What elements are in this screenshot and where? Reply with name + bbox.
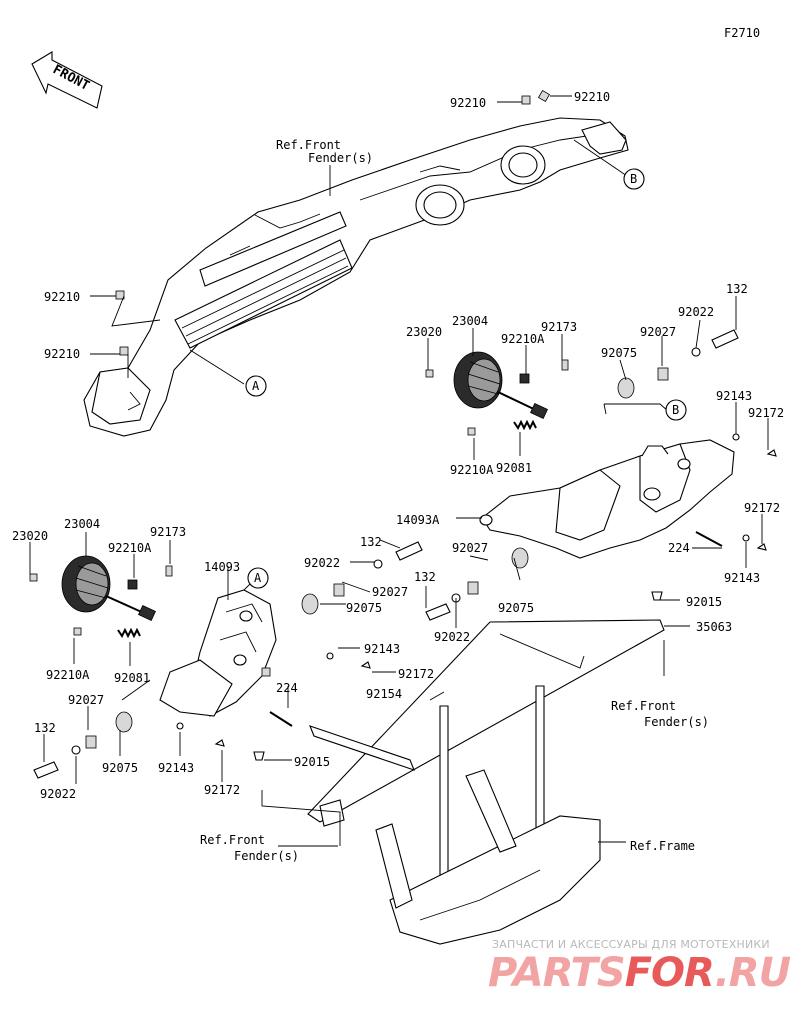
part-number: 23004: [64, 517, 100, 531]
svg-text:B: B: [672, 403, 679, 417]
figure-code: F2710: [724, 26, 760, 40]
callout-b-top: B: [623, 168, 645, 190]
callout-b-right: B: [665, 399, 687, 421]
part-number: 132: [726, 282, 748, 296]
part-number: 92022: [678, 305, 714, 319]
watermark-logo: PARTSFOR.RU: [488, 950, 791, 996]
part-number: 92172: [744, 501, 780, 515]
part-number: 92143: [364, 642, 400, 656]
ref-labels: Ref.Front Fender(s) Ref.Front Fender(s) …: [200, 138, 709, 863]
part-number: 132: [414, 570, 436, 584]
part-number: 14093A: [396, 513, 440, 527]
clip-92210-c: [115, 290, 125, 300]
ref-front-fender-bottom: Ref.Front: [200, 833, 265, 847]
part-number: 92143: [716, 389, 752, 403]
part-number: 92027: [68, 693, 104, 707]
part-number: 224: [668, 541, 690, 555]
part-number: 92172: [748, 406, 784, 420]
part-number: 92210: [450, 96, 486, 110]
watermark-brand-b: FOR: [624, 950, 716, 996]
spring-92081-right: [513, 419, 537, 431]
part-number: 92210A: [501, 332, 545, 346]
part-number: 132: [34, 721, 56, 735]
part-number: 92143: [724, 571, 760, 585]
subframe-35063: [307, 619, 665, 901]
watermark-brand-c: .RU: [714, 950, 791, 996]
part-number: 92075: [601, 346, 637, 360]
part-number: 92022: [40, 787, 76, 801]
part-number: 92075: [498, 601, 534, 615]
part-number: 92173: [150, 525, 186, 539]
clip-92210-b: [537, 89, 551, 103]
part-number: 92081: [114, 671, 150, 685]
part-number: 92015: [686, 595, 722, 609]
part-number: 23020: [12, 529, 48, 543]
ref-front-fender-top: Ref.Front: [276, 138, 341, 152]
clip-92210-a: [521, 95, 531, 105]
part-number: 92210A: [108, 541, 152, 555]
callout-a-left: A: [247, 567, 269, 589]
part-number: 92027: [452, 541, 488, 555]
part-labels: 92210 92210 92210 92210 23020 23004 9221…: [12, 90, 784, 801]
ref-front-fender-right: Fender(s): [644, 715, 709, 729]
front-fender-panel: [83, 117, 629, 437]
front-arrow-icon: FRONT: [31, 51, 103, 109]
part-number: 92210: [44, 347, 80, 361]
ref-front-fender-right: Ref.Front: [611, 699, 676, 713]
part-number: 92143: [158, 761, 194, 775]
bracket-14093a: [479, 439, 735, 559]
part-number: 92075: [102, 761, 138, 775]
part-number: 14093: [204, 560, 240, 574]
callout-a-top: A: [245, 375, 267, 397]
part-number: 92027: [640, 325, 676, 339]
ref-frame: Ref.Frame: [630, 839, 695, 853]
part-number: 92027: [372, 585, 408, 599]
clip-92210-d: [119, 346, 129, 356]
part-number: 92154: [366, 687, 402, 701]
part-number: 92210: [44, 290, 80, 304]
part-number: 92210A: [46, 668, 90, 682]
part-number: 35063: [696, 620, 732, 634]
svg-text:A: A: [254, 571, 262, 585]
part-number: 23004: [452, 314, 488, 328]
frame: [375, 769, 601, 945]
part-number: 92172: [398, 667, 434, 681]
part-number: 92173: [541, 320, 577, 334]
part-number: 23020: [406, 325, 442, 339]
part-number: 92015: [294, 755, 330, 769]
spring-92081-left: [117, 627, 141, 639]
watermark-brand-a: PARTS: [488, 950, 626, 996]
headlight-left: [61, 555, 156, 622]
part-number: 92075: [346, 601, 382, 615]
part-number: 92022: [304, 556, 340, 570]
svg-text:B: B: [630, 172, 637, 186]
part-number: 92081: [496, 461, 532, 475]
part-number: 92022: [434, 630, 470, 644]
leader-lines: [29, 95, 769, 847]
part-number: 92210A: [450, 463, 494, 477]
ref-front-fender-bottom: Fender(s): [234, 849, 299, 863]
part-number: 92210: [574, 90, 610, 104]
part-number: 92172: [204, 783, 240, 797]
part-number: 224: [276, 681, 298, 695]
headlight-right: [453, 351, 548, 420]
ref-front-fender-top: Fender(s): [308, 151, 373, 165]
svg-text:A: A: [252, 379, 260, 393]
watermark-tagline: ЗАПЧАСТИ И АКСЕССУАРЫ ДЛЯ МОТОТЕХНИКИ: [492, 938, 770, 951]
part-number: 132: [360, 535, 382, 549]
bracket-14093: [159, 589, 277, 717]
